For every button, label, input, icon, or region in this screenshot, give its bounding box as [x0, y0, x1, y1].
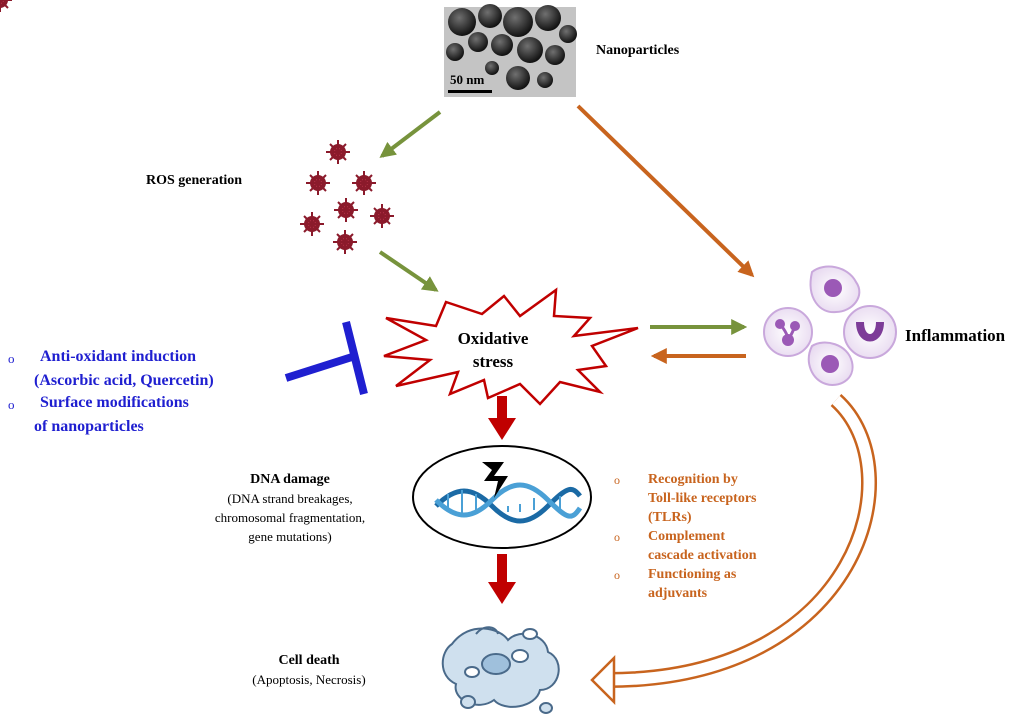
- nanoparticles-label: Nanoparticles: [596, 43, 680, 58]
- bullet-icon: o: [8, 351, 15, 366]
- immune-response-text: adjuvants: [648, 586, 708, 601]
- ros-particle-icon: [351, 170, 377, 196]
- intervention-text: Anti-oxidant induction: [40, 348, 197, 365]
- cell-death-detail: (Apoptosis, Necrosis): [252, 672, 366, 687]
- arrow-nanoparticles-to-ros: [379, 110, 442, 158]
- intervention-text: (Ascorbic acid, Quercetin): [34, 372, 214, 389]
- oxidative-stress-label: Oxidative stress: [418, 327, 568, 373]
- dna-damage-detail: (DNA strand breakages,: [227, 491, 353, 506]
- dna-damage-title: DNA damage: [250, 472, 330, 487]
- immune-response-text: Toll-like receptors: [648, 491, 757, 506]
- oxidative-stress-line-1: Oxidative: [457, 329, 529, 348]
- bullet-icon: o: [614, 530, 620, 544]
- intervention-text: Surface modifications: [40, 394, 189, 411]
- dna-damage-icon: [412, 445, 592, 549]
- ros-particle-icon: [0, 0, 12, 12]
- cell-death-description: Cell death (Apoptosis, Necrosis): [244, 651, 374, 689]
- bullet-icon: o: [614, 568, 620, 582]
- dna-damage-detail: chromosomal fragmentation,: [214, 510, 366, 525]
- ros-particle-icon: [369, 203, 395, 229]
- dna-damage-description: DNA damage (DNA strand breakages, chromo…: [185, 470, 395, 546]
- ros-particle-icon: [333, 197, 359, 223]
- immune-response-text: cascade activation: [648, 548, 757, 563]
- immune-responses-list: o Recognition by Toll-like receptors (TL…: [614, 470, 757, 603]
- intervention-text: of nanoparticles: [34, 418, 144, 435]
- ros-particle-icon: [332, 229, 358, 255]
- arrow-nanoparticles-to-inflammation: [576, 104, 755, 278]
- dna-damage-detail: gene mutations): [248, 529, 332, 544]
- arrow-inflammation-to-cell-death: [590, 394, 877, 706]
- nanoparticle-micrograph: 50 nm: [444, 4, 577, 97]
- immune-response-text: Functioning as: [648, 567, 737, 582]
- immune-response-item: o Recognition by Toll-like receptors (TL…: [614, 470, 757, 527]
- interventions-list: o Anti-oxidant induction (Ascorbic acid,…: [8, 346, 214, 438]
- ros-particle-icon: [299, 211, 325, 237]
- arrow-ros-to-stress: [378, 250, 439, 292]
- ros-particle-icon: [305, 170, 331, 196]
- bullet-icon: o: [8, 397, 15, 412]
- immune-cells-icon: [763, 265, 897, 386]
- cell-death-icon: [441, 626, 560, 714]
- oxidative-stress-line-2: stress: [472, 352, 514, 371]
- ros-particle-icon: [325, 139, 351, 165]
- arrow-dna-damage-to-cell-death: [488, 554, 516, 604]
- immune-response-text: (TLRs): [648, 510, 692, 525]
- bullet-icon: o: [614, 473, 620, 487]
- cell-death-title: Cell death: [278, 653, 340, 668]
- immune-response-text: Complement: [648, 529, 725, 544]
- immune-response-item: o Complement cascade activation: [614, 527, 757, 565]
- inflammation-label: Inflammation: [905, 326, 1006, 345]
- intervention-item: o Anti-oxidant induction: [8, 346, 214, 370]
- scale-bar-label: 50 nm: [450, 72, 484, 87]
- ros-particles: [0, 0, 395, 255]
- immune-response-item: o Functioning as adjuvants: [614, 565, 757, 603]
- arrow-stress-to-dna-damage: [488, 396, 516, 440]
- inhibition-symbol: [284, 321, 368, 395]
- intervention-item: o Surface modifications: [8, 392, 214, 416]
- immune-response-text: Recognition by: [648, 472, 738, 487]
- ros-generation-label: ROS generation: [146, 173, 243, 188]
- oxidative-stress-burst: [383, 287, 639, 406]
